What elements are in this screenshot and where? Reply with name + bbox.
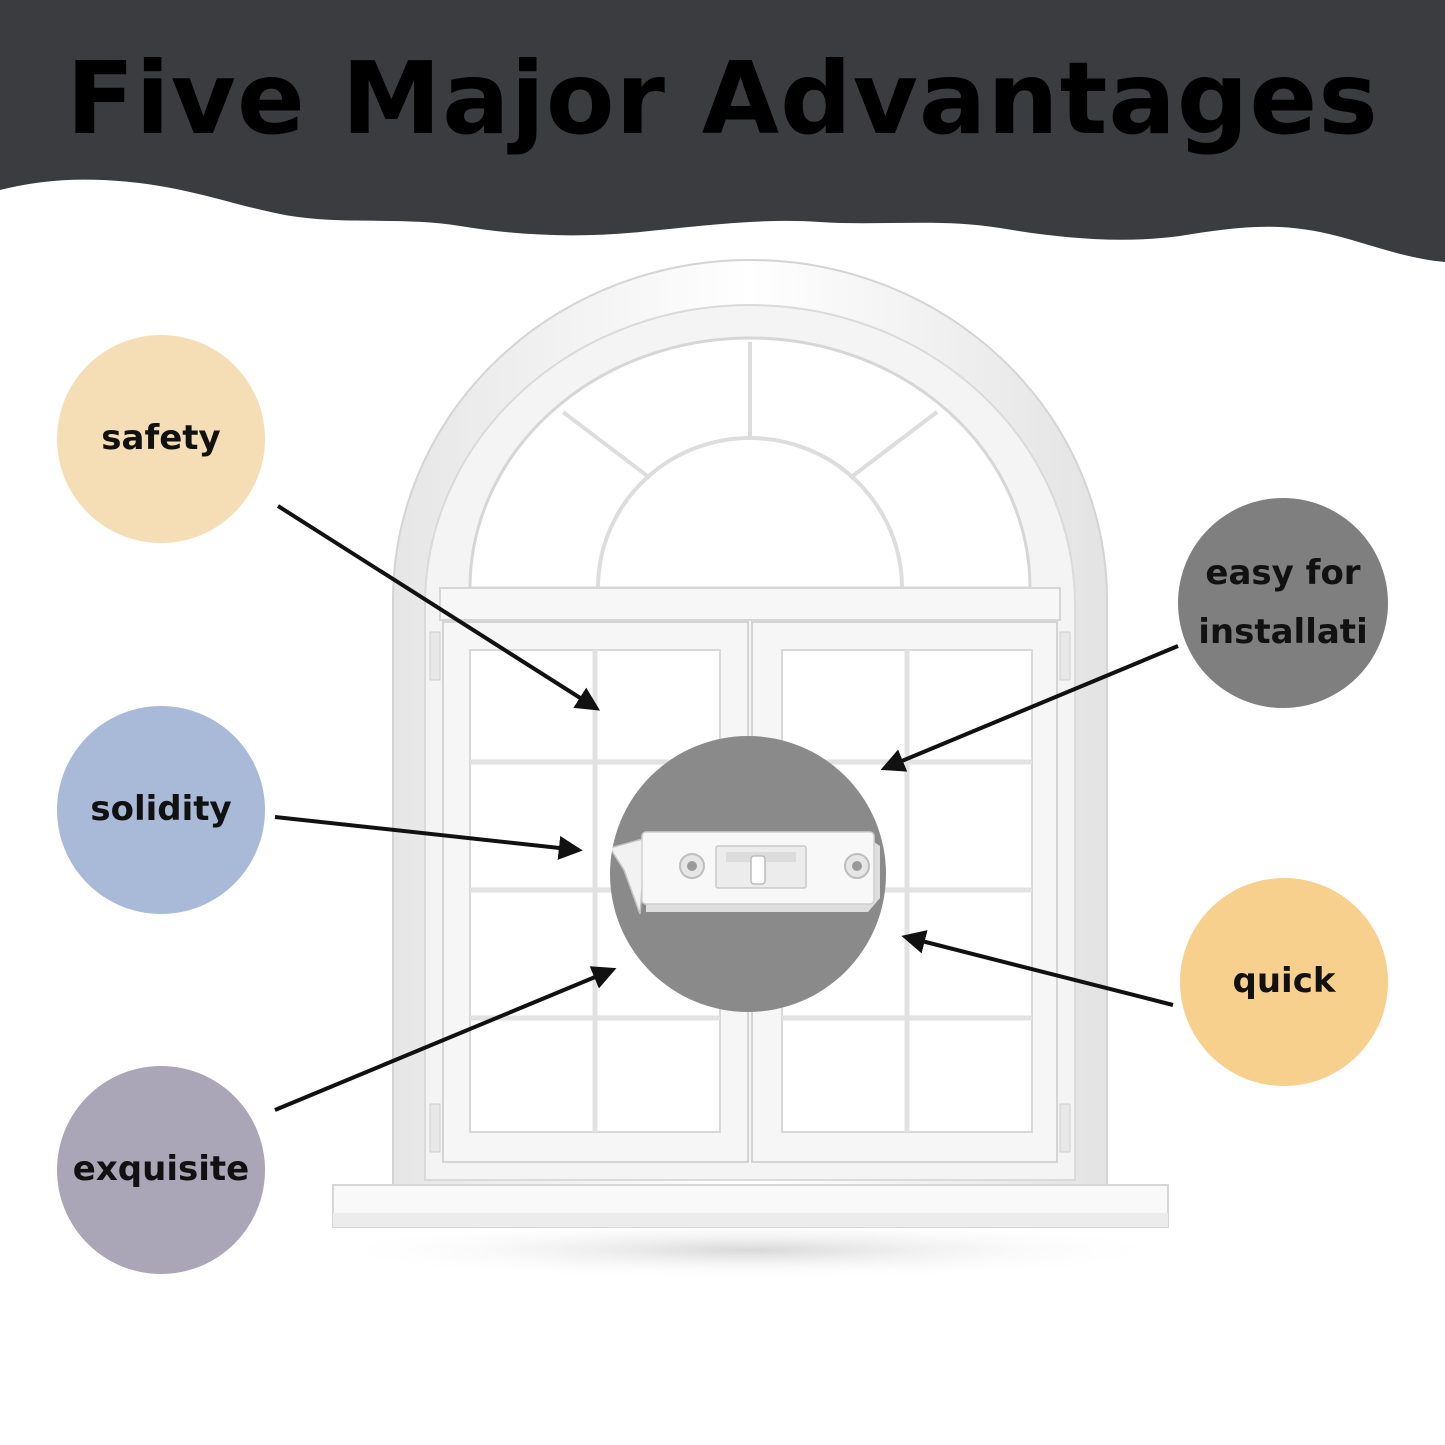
badge-quick: quick <box>1180 878 1388 1086</box>
arrow-easy <box>880 644 1179 772</box>
arch-mullions <box>561 342 939 589</box>
header-banner <box>0 0 1445 262</box>
latch-magnifier <box>610 736 886 1012</box>
badge-easy-line1: easy for <box>1205 552 1361 593</box>
badge-easy-line2: installati <box>1198 612 1368 652</box>
badge-safety-label: safety <box>101 418 221 459</box>
badge-quick-label: quick <box>1232 961 1336 1002</box>
arrow-exquisite <box>274 966 617 1112</box>
badge-exquisite: exquisite <box>57 1066 265 1274</box>
hinges <box>429 631 1071 1153</box>
badge-solidity-label: solidity <box>90 789 232 830</box>
arrow-safety <box>276 504 601 711</box>
badge-solidity: solidity <box>57 706 265 914</box>
arrow-solidity <box>274 815 583 860</box>
sill-edge <box>333 1213 1168 1227</box>
badge-easy-installation: easy for installati <box>1178 498 1388 708</box>
arrow-quick <box>901 930 1174 1007</box>
badge-exquisite-label: exquisite <box>72 1149 250 1190</box>
page-title: Five Major Advantages <box>66 40 1379 157</box>
transom-bar <box>439 587 1061 621</box>
window-latch-icon <box>610 831 880 915</box>
arched-window-icon <box>320 259 1180 1280</box>
pointer-arrows <box>274 504 1179 1112</box>
badge-safety: safety <box>57 335 265 543</box>
banner-wave-shape <box>0 0 1445 262</box>
sill-shadow <box>320 1220 1180 1280</box>
